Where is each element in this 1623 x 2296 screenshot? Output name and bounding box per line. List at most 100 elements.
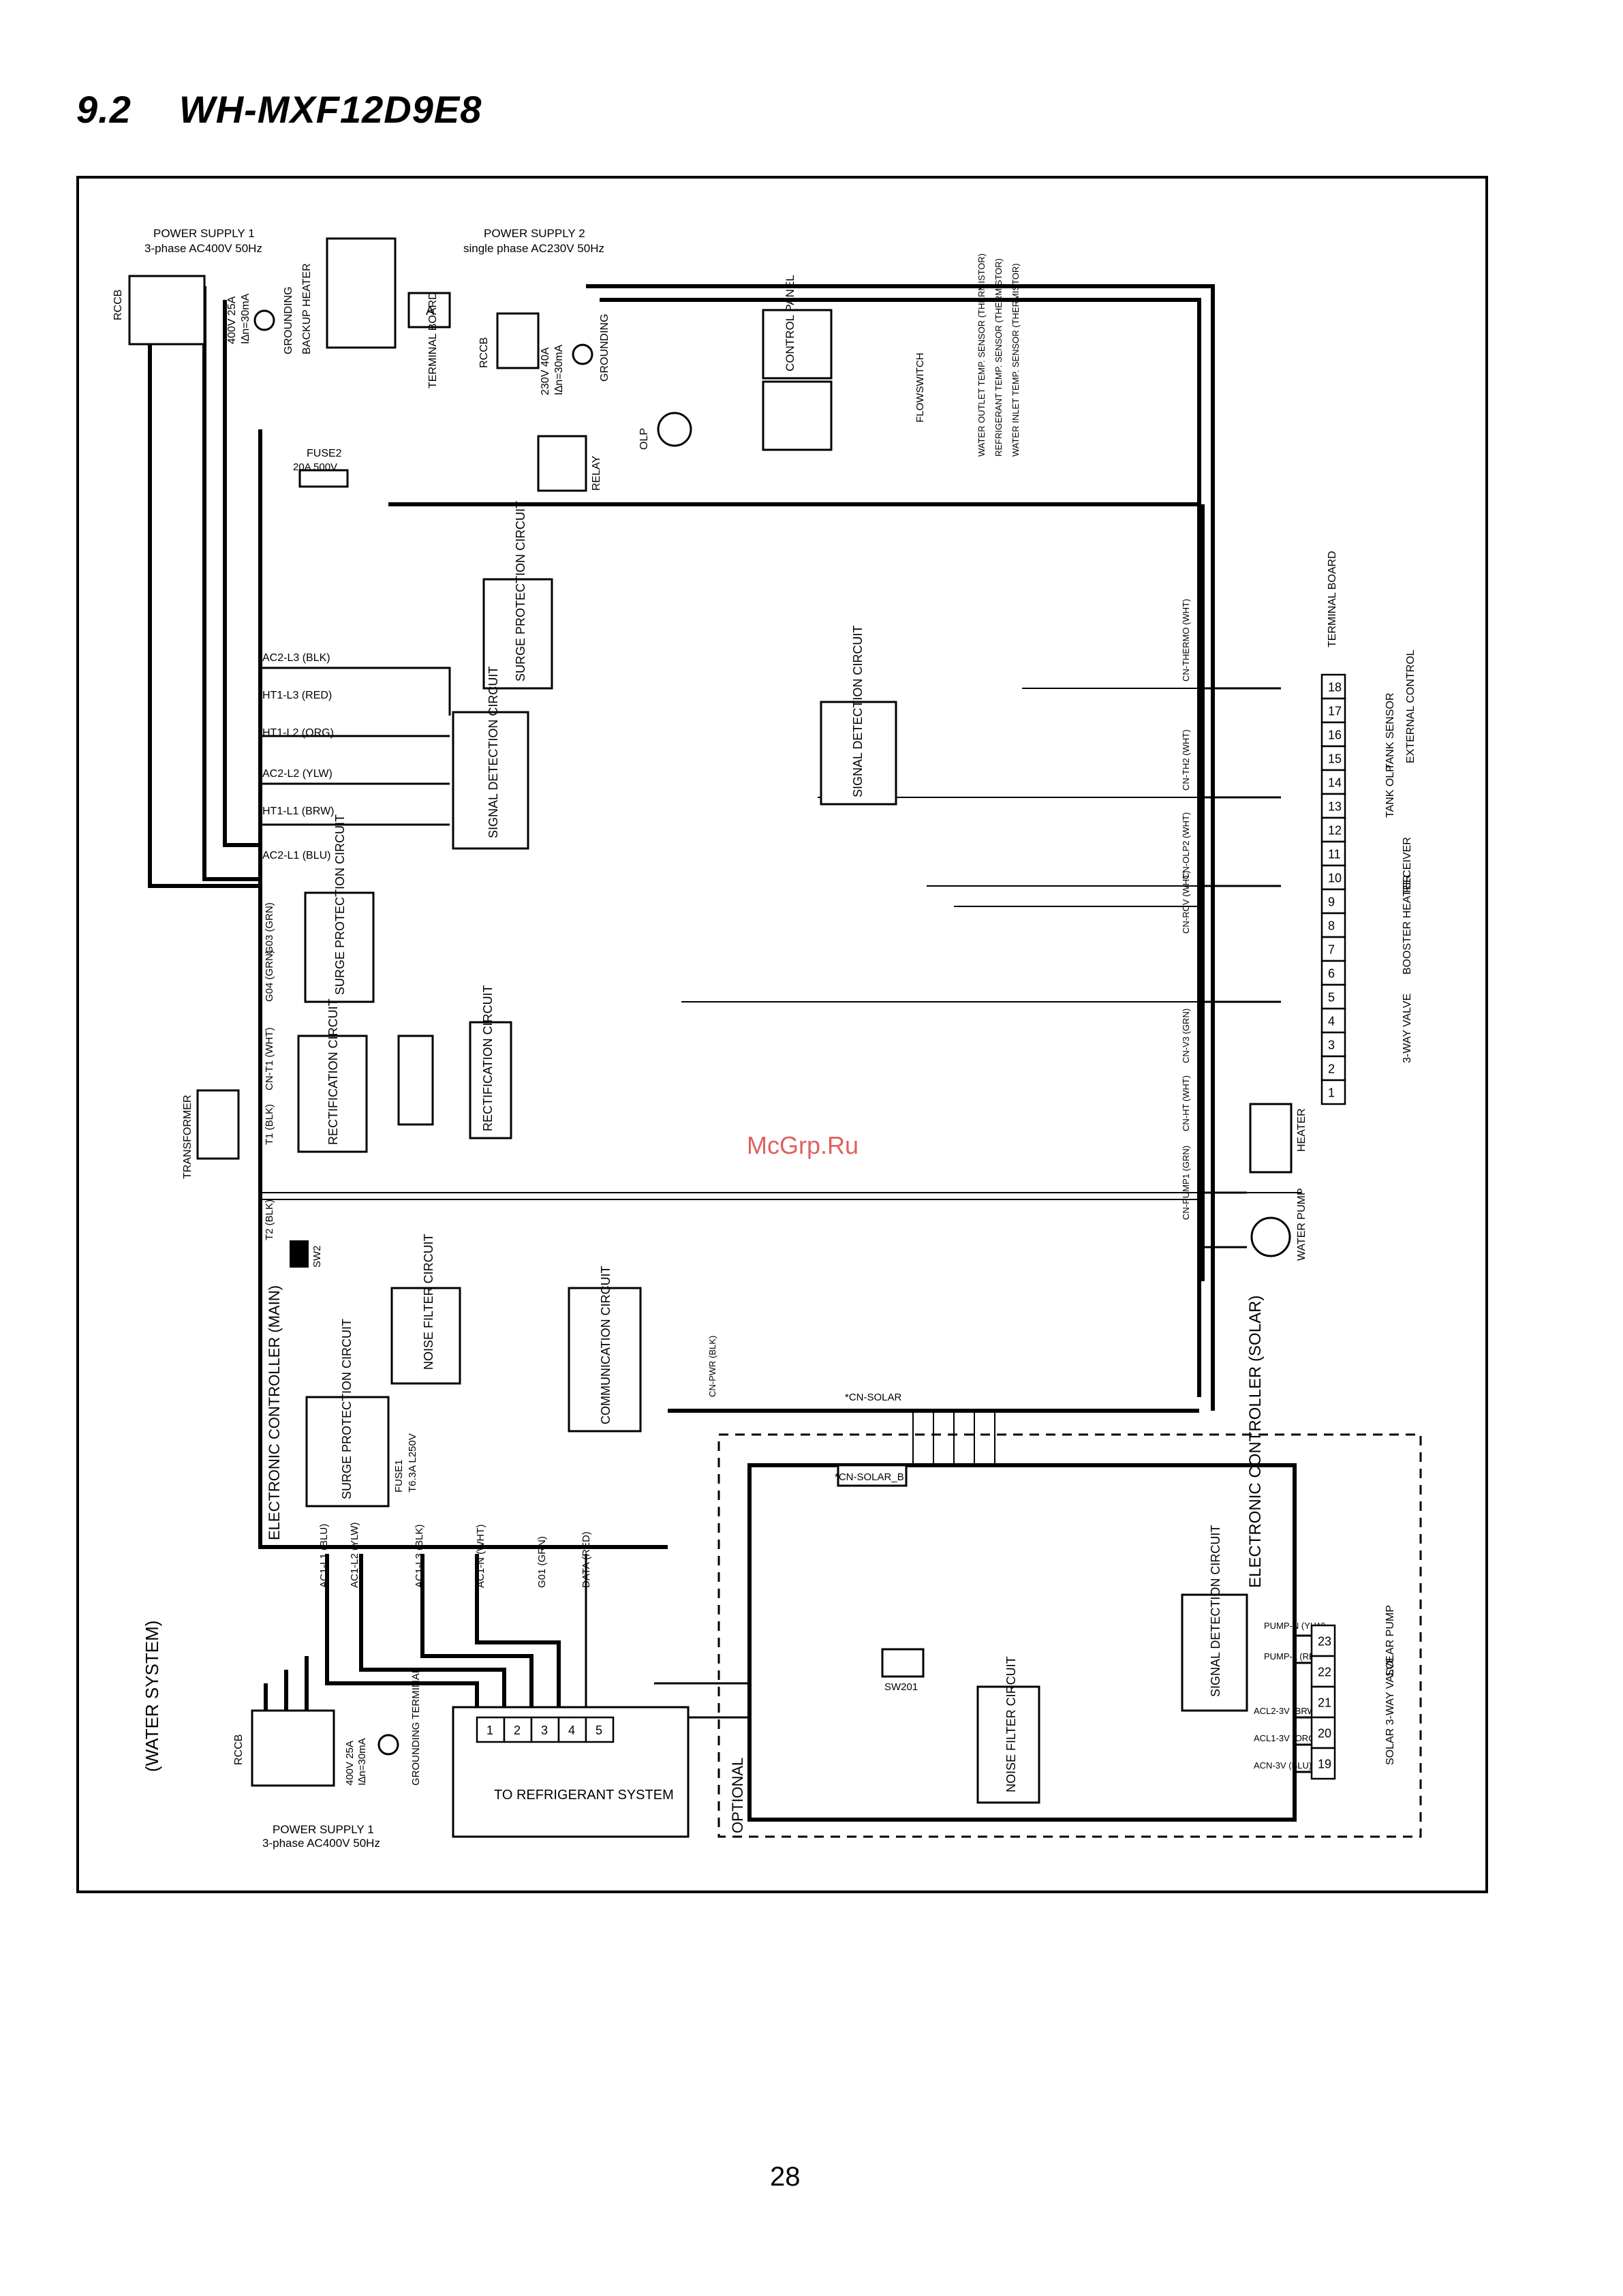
wire-top-loop-2 — [600, 298, 1201, 1397]
terminal-cell — [1320, 840, 1346, 867]
power-supply-1-top-group: POWER SUPPLY 1 3-phase AC400V 50Hz RCCB … — [112, 227, 294, 354]
wire-l3 — [148, 300, 260, 888]
surge-protection-top: SURGE PROTECTION CIRCUIT — [482, 501, 553, 690]
rccb-2-label: RCCB — [478, 337, 490, 368]
water-pump-label: WATER PUMP — [1296, 1188, 1308, 1261]
terminal-cell — [1320, 793, 1346, 819]
water-pump-symbol — [1250, 1216, 1291, 1257]
terminal-number: 1 — [1328, 1086, 1335, 1100]
power-supply-2-spec: single phase AC230V 50Hz — [463, 242, 604, 255]
connector-ac1-n: AC1-N (WHT) — [475, 1525, 486, 1588]
backup-heater-label: BACKUP HEATER — [301, 263, 313, 354]
terminal-number: 18 — [1328, 681, 1342, 694]
connector-ac2-l3: AC2-L3 (BLK) — [262, 652, 330, 664]
solar-controller-label: ELECTRONIC CONTROLLER (SOLAR) — [1246, 1296, 1265, 1588]
rccb-bottom-label: RCCB — [233, 1734, 245, 1765]
sensor-group: FLOWSWITCH WATER OUTLET TEMP. SENSOR (TH… — [914, 254, 1021, 457]
page-title: 9.2 WH-MXF12D9E8 — [76, 87, 482, 132]
refrigerant-terminal-cell — [557, 1716, 587, 1743]
power-supply-1-bottom-group: RCCB 400V 25A I∆n=30mA GROUNDING TERMINA… — [233, 1668, 422, 1850]
solar-terminal-number: 22 — [1318, 1666, 1331, 1679]
connector-ht1-l3: HT1-L3 (RED) — [262, 690, 332, 701]
rectification-group: RECTIFICATION CIRCUIT RECTIFICATION CIRC… — [297, 985, 512, 1153]
page-number: 28 — [770, 2162, 801, 2192]
connector-ac1-l1: AC1-L1 (BLU) — [318, 1524, 330, 1588]
fuse2-rating: 20A 500V — [293, 461, 337, 473]
connector-ac2-l2: AC2-L2 (YLW) — [262, 768, 333, 780]
transformer-2 — [397, 1035, 434, 1126]
solar-acl2: ACL2-3V (BRW) — [1254, 1706, 1318, 1716]
terminal-cell — [1320, 673, 1346, 700]
control-panel-group: CONTROL PANEL — [762, 275, 833, 451]
refrigerant-terminal-number: 3 — [541, 1724, 548, 1737]
terminal-cell — [1320, 745, 1346, 771]
noise-filter-block-2 — [976, 1685, 1040, 1804]
fuse2-group: FUSE2 20A 500V — [293, 448, 349, 488]
relay-label: RELAY — [591, 455, 602, 491]
water-inlet-sensor-label: WATER INLET TEMP. SENSOR (THERMISTOR) — [1010, 263, 1021, 457]
rccb-bottom-rating-b: I∆n=30mA — [356, 1738, 368, 1786]
rccb-2-rating-b: I∆n=30mA — [553, 344, 565, 395]
rccb-top-label: RCCB — [112, 290, 124, 320]
relay-group: RELAY OLP — [537, 412, 692, 492]
cn-solar-b-label: *CN-SOLAR_B — [835, 1471, 904, 1483]
terminal-board-label-1: TERMINAL BOARD — [427, 292, 439, 388]
refrigerant-terminal-cell — [476, 1716, 506, 1743]
connector-cn-thermo: CN-THERMO (WHT) — [1181, 599, 1191, 682]
wire-main-left — [258, 429, 668, 1549]
power-supply-1-bottom-spec: 3-phase AC400V 50Hz — [262, 1837, 380, 1850]
water-outlet-sensor-label: WATER OUTLET TEMP. SENSOR (THERMISTOR) — [976, 254, 987, 457]
transformer-block — [196, 1089, 240, 1160]
model-name: WH-MXF12D9E8 — [179, 88, 482, 131]
relay-block — [537, 435, 587, 492]
rectification-label-1: RECTIFICATION CIRCUIT — [326, 998, 340, 1145]
solar-acl1: ACL1-3V (ORG) — [1254, 1733, 1318, 1743]
bottom-connectors: AC1-L1 (BLU) AC1-L2 (YLW) AC1-L3 (BLK) A… — [318, 1522, 592, 1588]
solar-terminal-number: 19 — [1318, 1758, 1331, 1771]
sw2-switch — [290, 1240, 309, 1268]
to-refrigerant-label: TO REFRIGERANT SYSTEM — [494, 1788, 674, 1803]
terminal-number: 5 — [1328, 991, 1335, 1005]
section-number: 9.2 — [76, 88, 132, 131]
wire-top-loop-1 — [586, 284, 1215, 1411]
refrigerant-terminal-number: 1 — [486, 1724, 493, 1737]
noise-comm-group: NOISE FILTER CIRCUIT COMMUNICATION CIRCU… — [305, 1234, 642, 1507]
olp-label: OLP — [638, 428, 650, 450]
connector-cn-t1: CN-T1 (WHT) — [264, 1028, 275, 1090]
power-supply-2-group: POWER SUPPLY 2 single phase AC230V 50Hz … — [463, 227, 610, 395]
terminal-number: 10 — [1328, 872, 1342, 885]
solar-terminal-number: 21 — [1318, 1696, 1331, 1710]
wire-ac1-l2 — [359, 1554, 506, 1717]
rccb-top-rating-b: I∆n=30mA — [240, 293, 251, 344]
rectification-label-2: RECTIFICATION CIRCUIT — [481, 985, 495, 1131]
solar-pump-l: PUMP-L (RED) — [1264, 1651, 1324, 1662]
sw2-group: SW2 — [290, 1240, 323, 1268]
rccb-bottom — [251, 1709, 335, 1787]
terminal-cell — [1320, 864, 1346, 891]
rccb-top-rating: 400V 25A — [226, 296, 238, 344]
external-control-label: EXTERNAL CONTROL — [1405, 649, 1417, 763]
surge-protection-block-1 — [482, 578, 553, 690]
solar-3way-valve-label: SOLAR 3-WAY VALVE — [1385, 1655, 1396, 1765]
rccb-bottom-rating: 400V 25A — [344, 1741, 356, 1786]
wire-ac1-n — [475, 1554, 561, 1717]
wire-l1 — [202, 286, 260, 881]
fuse1-label: FUSE1 — [393, 1460, 405, 1493]
noise-filter-label-2: NOISE FILTER CIRCUIT — [1004, 1656, 1018, 1792]
fuse2-symbol — [298, 469, 349, 488]
signal-detection-block-3 — [1181, 1593, 1248, 1712]
backup-heater-group: BACKUP HEATER A TERMINAL BOARD — [301, 237, 451, 388]
control-panel-label: CONTROL PANEL — [784, 275, 797, 371]
solar-controller-group: *CN-SOLAR_B *CN-SOLAR ELECTRONIC CONTROL… — [729, 1296, 1265, 1833]
connector-data: DATA (RED) — [581, 1531, 592, 1588]
terminal-number: 7 — [1328, 943, 1335, 957]
terminal-cell — [1320, 936, 1346, 962]
signal-detection-block-1 — [452, 711, 529, 850]
wire-solar-frame — [747, 1463, 1297, 1822]
terminal-cell — [1320, 912, 1346, 938]
power-supply-1-top-spec: 3-phase AC400V 50Hz — [144, 242, 262, 255]
fuse2-label: FUSE2 — [307, 448, 342, 459]
terminal-cell — [1320, 1079, 1346, 1105]
